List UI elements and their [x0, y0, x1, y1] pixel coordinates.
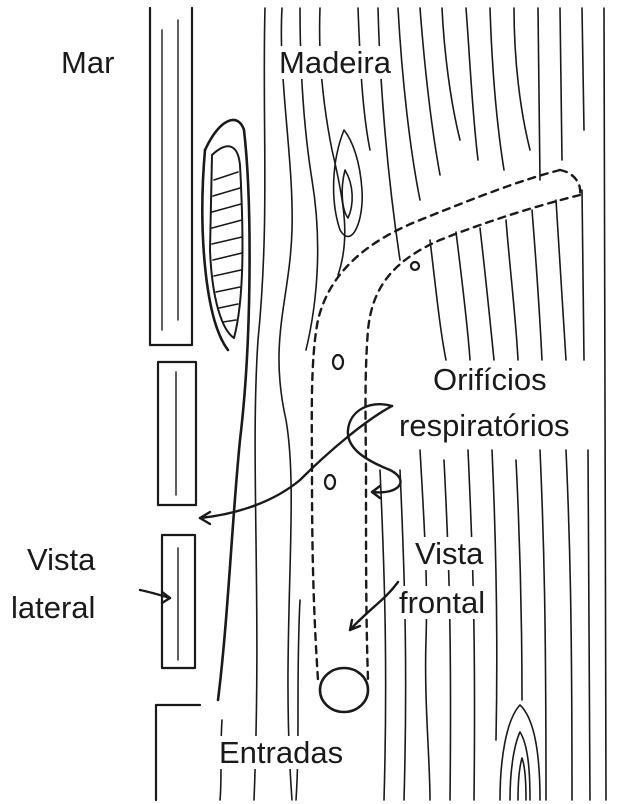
label-frontal-view-line1: Vista — [412, 537, 486, 570]
label-entrances: Entradas — [216, 736, 346, 769]
wood-plank-segments — [150, 8, 200, 800]
label-respiratory: respiratórios — [396, 409, 573, 442]
label-frontal-view-line2: frontal — [396, 586, 488, 619]
wood-grain — [220, 8, 606, 800]
entrance-hole — [320, 668, 368, 712]
arrows — [140, 404, 400, 630]
respiratory-holes — [325, 262, 419, 489]
label-lateral-view-line2: lateral — [8, 591, 98, 624]
label-holes: Orifícios — [430, 363, 550, 396]
label-lateral-view-line1: Vista — [24, 543, 98, 576]
label-sea: Mar — [58, 46, 117, 79]
label-wood: Madeira — [276, 46, 394, 79]
shipworm-lateral-tunnel — [202, 120, 249, 700]
